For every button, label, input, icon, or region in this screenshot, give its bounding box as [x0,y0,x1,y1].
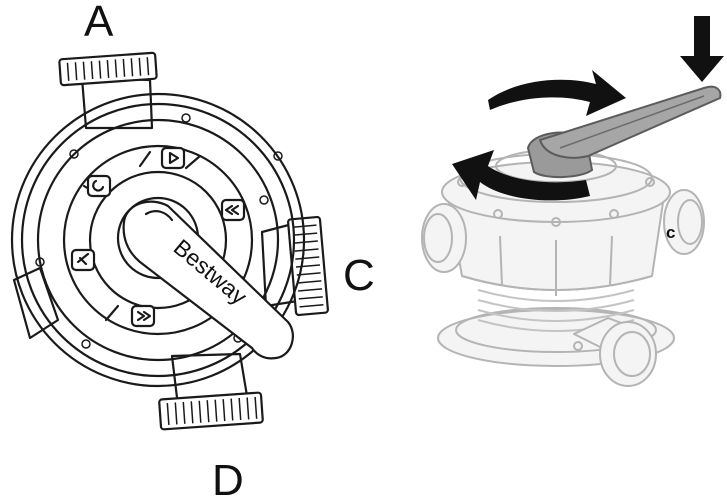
port-a-label: A [84,0,114,46]
port-d-label: D [212,456,244,501]
valve-handle: Bestway [116,196,294,360]
port-c-small-label: c [666,223,675,242]
outer-ring [10,92,306,388]
port-a-connector [58,51,158,130]
housing-bolts [35,113,283,349]
left-side-tab [12,266,60,340]
press-down-arrow-icon [680,16,724,82]
dial-position-icons [70,146,246,328]
port-c-connector [260,215,329,317]
rotate-arrows-icon [452,70,626,201]
port-c-label: C [343,251,375,300]
valve-perspective-view-icon: c [421,16,724,387]
perspective-handle [526,85,722,178]
valve-top-view-icon: Bestway [10,51,329,431]
